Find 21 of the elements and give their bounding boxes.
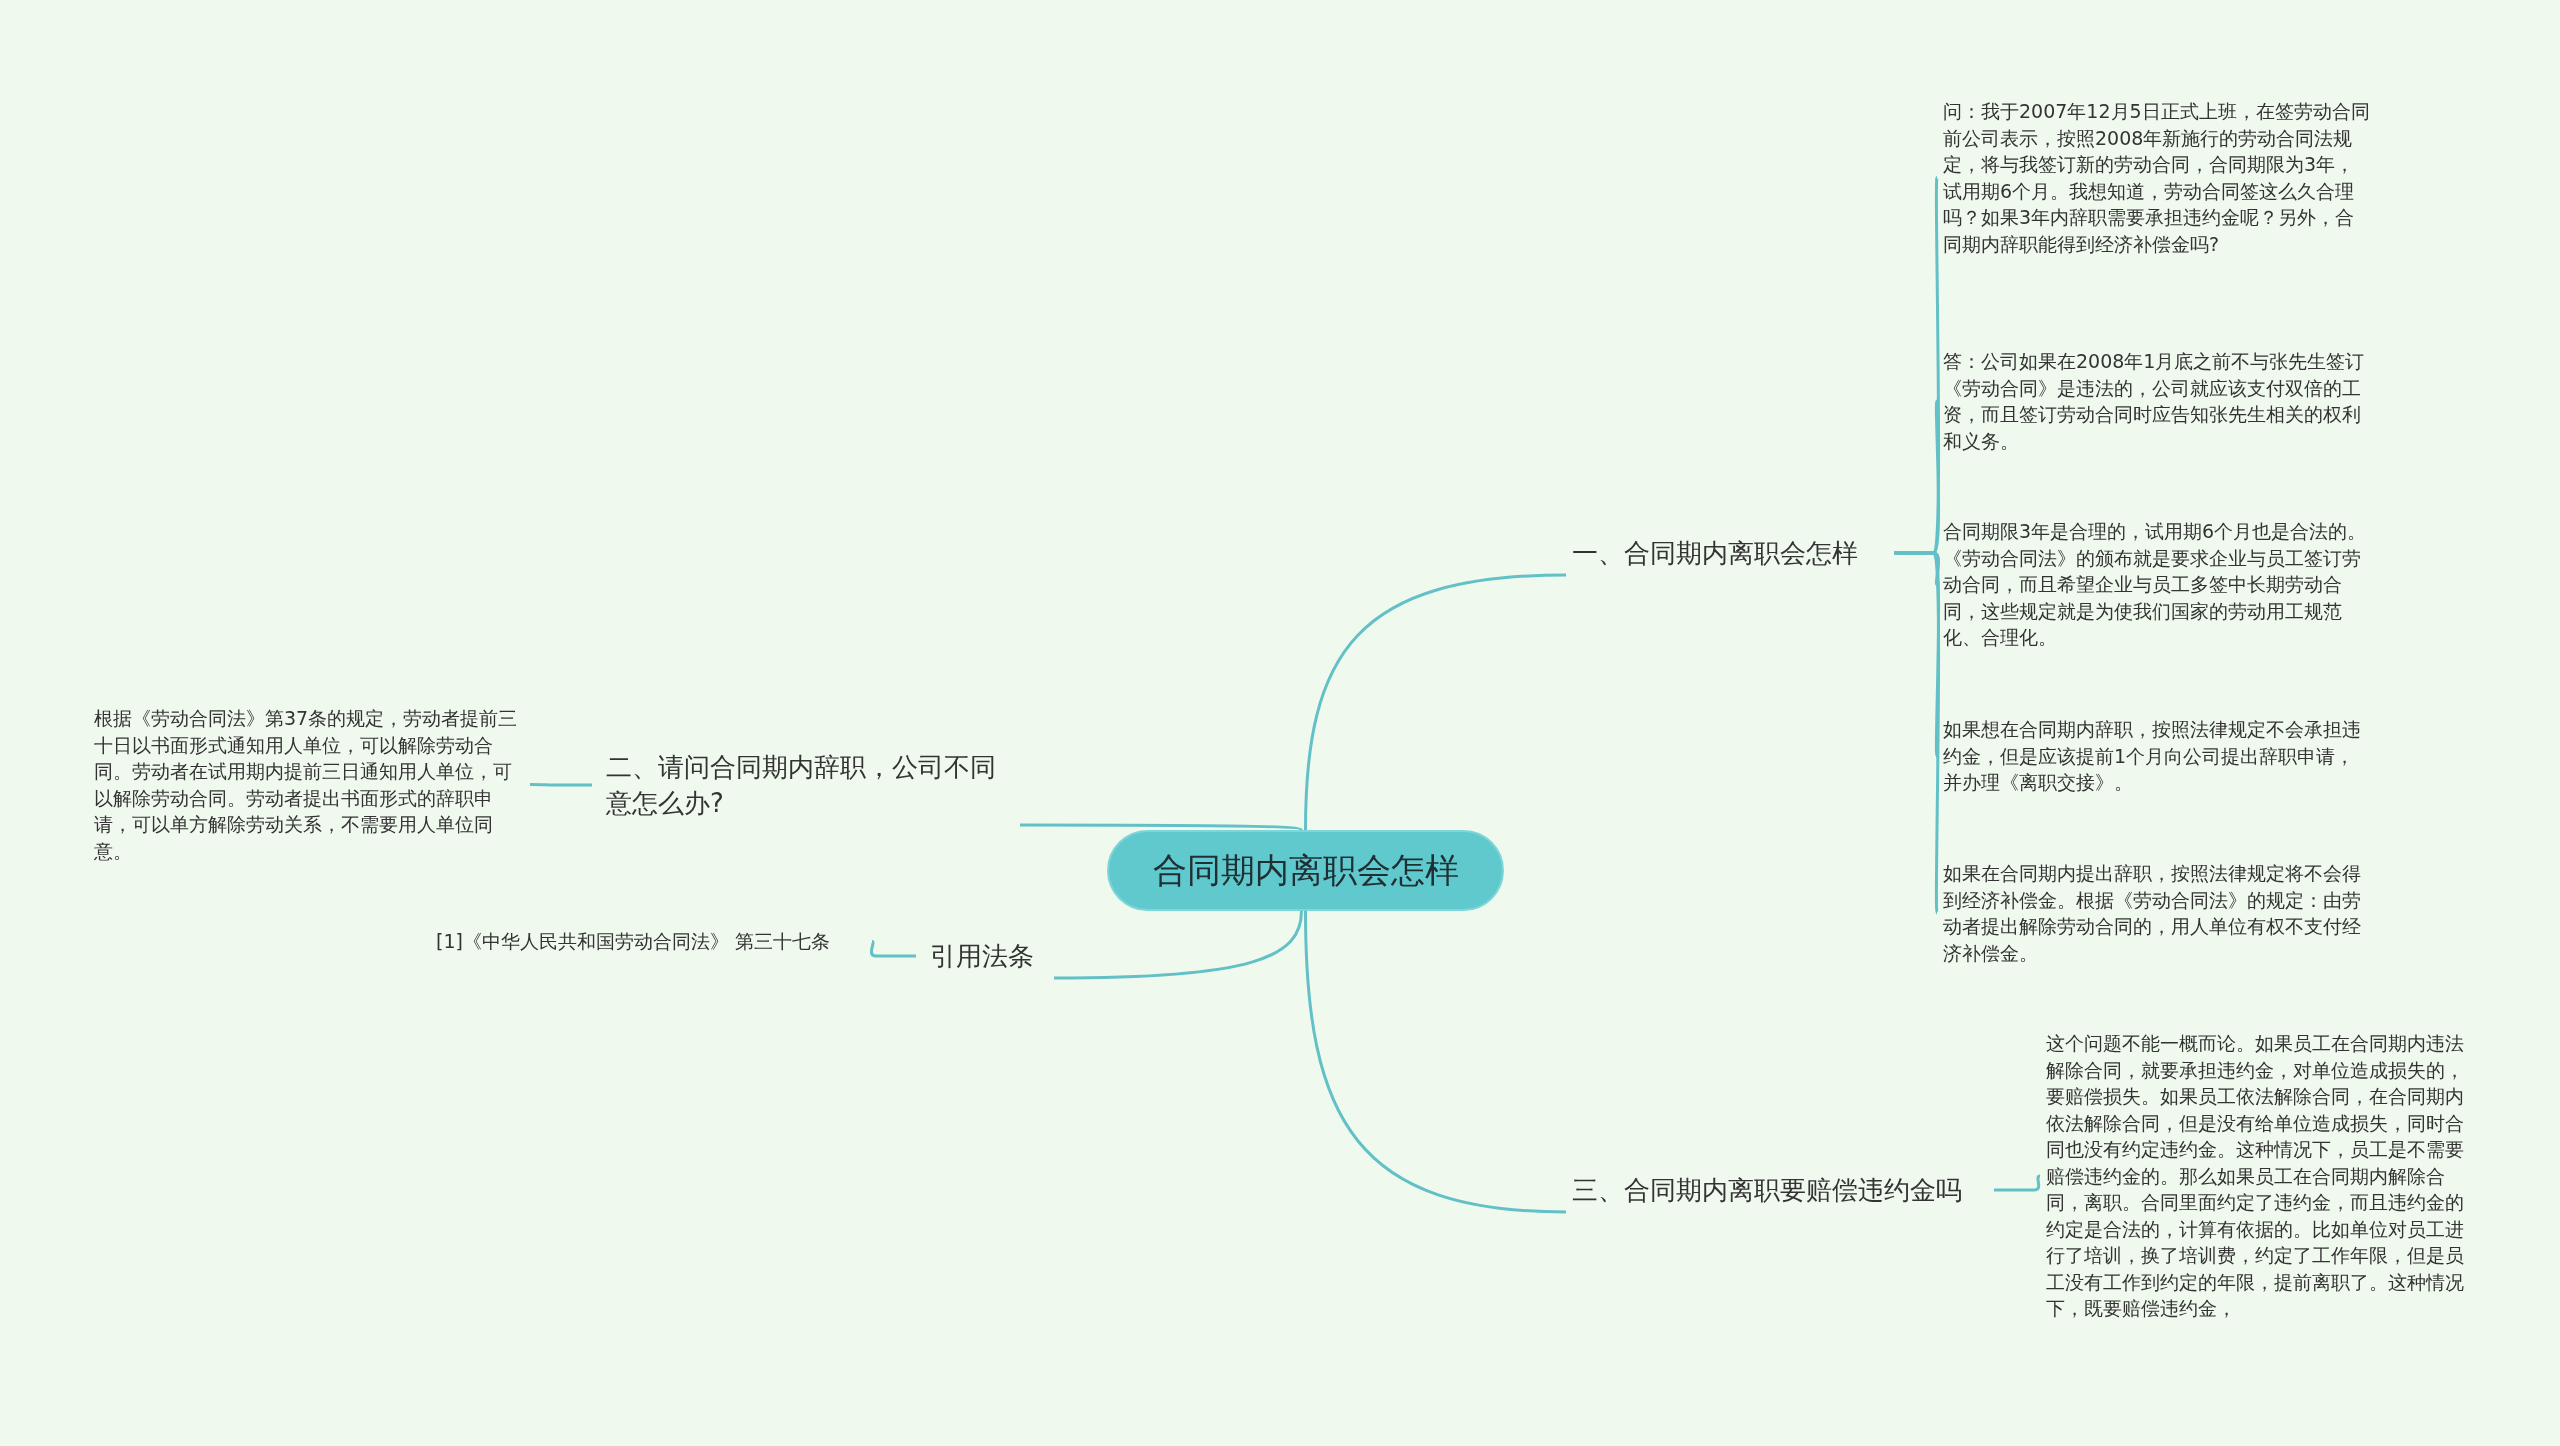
connector-line: [1054, 910, 1303, 980]
connector-line: [530, 783, 592, 787]
branch-topic: 引用法条: [924, 934, 1054, 978]
leaf-text: 合同期限3年是合理的，试用期6个月也是合法的。《劳动合同法》的颁布就是要求企业与员工签订劳动合同，而且希望企业与员工多签中长期劳动合同，这些规定就是为使我们国家的劳动用工规范化、合理化。: [1943, 518, 2373, 651]
connector-line: [1994, 1174, 2041, 1192]
leaf-text: 问：我于2007年12月5日正式上班，在签劳动合同前公司表示，按照2008年新施行的劳动合同法规定，将与我签订新的劳动合同，合同期限为3年，试用期6个月。我想知道，劳动合同签这么久合理吗？如果3年内辞职需要承担违约金呢？另外，合同期内辞职能得到经济补偿金吗?: [1943, 98, 2373, 257]
branch-topic: 三、合同期内离职要赔偿违约金吗: [1566, 1168, 1986, 1212]
leaf-text: [1]《中华人民共和国劳动合同法》 第三十七条: [436, 928, 866, 955]
connector-line: [1020, 823, 1303, 832]
leaf-text: 根据《劳动合同法》第37条的规定，劳动者提前三十日以书面形式通知用人单位，可以解除劳动合同。劳动者在试用期内提前三日通知用人单位，可以解除劳动合同。劳动者提出书面形式的辞职申请，可以单方解除劳动关系，不需要用人单位同意。: [94, 705, 524, 864]
leaf-text: 如果在合同期内提出辞职，按照法律规定将不会得到经济补偿金。根据《劳动合同法》的规定：由劳动者提出解除劳动合同的，用人单位有权不支付经济补偿金。: [1943, 860, 2373, 966]
connector-line: [869, 940, 916, 958]
branch-topic: 二、请问合同期内辞职，公司不同意怎么办?: [600, 745, 1020, 825]
connector-line: [1894, 551, 1941, 914]
central-topic: 合同期内离职会怎样: [1107, 830, 1504, 911]
leaf-text: 如果想在合同期内辞职，按照法律规定不会承担违约金，但是应该提前1个月向公司提出辞职申请，并办理《离职交接》。: [1943, 716, 2373, 796]
connector-line: [1304, 910, 1567, 1214]
branch-topic: 一、合同期内离职会怎样: [1566, 531, 1886, 575]
leaf-text: 这个问题不能一概而论。如果员工在合同期内违法解除合同，就要承担违约金，对单位造成损失的，要赔偿损失。如果员工依法解除合同，在合同期内依法解除合同，但是没有给单位造成损失，同时合同也没有约定违约金。这种情况下，员工是不需要赔偿违约金的。那么如果员工在合同期内解除合同，离职。合同里面约定了违约金，而且违约金的约定是合法的，计算有依据的。比如单位对员工进行了培训，换了培训费，约定了工作年限，但是员工没有工作到约定的年限，提前离职了。这种情况下，既要赔偿违约金，: [2046, 1030, 2476, 1322]
leaf-text: 答：公司如果在2008年1月底之前不与张先生签订《劳动合同》是违法的，公司就应该支付双倍的工资，而且签订劳动合同时应告知张先生相关的权利和义务。: [1943, 348, 2373, 454]
connector-line: [1304, 573, 1567, 831]
